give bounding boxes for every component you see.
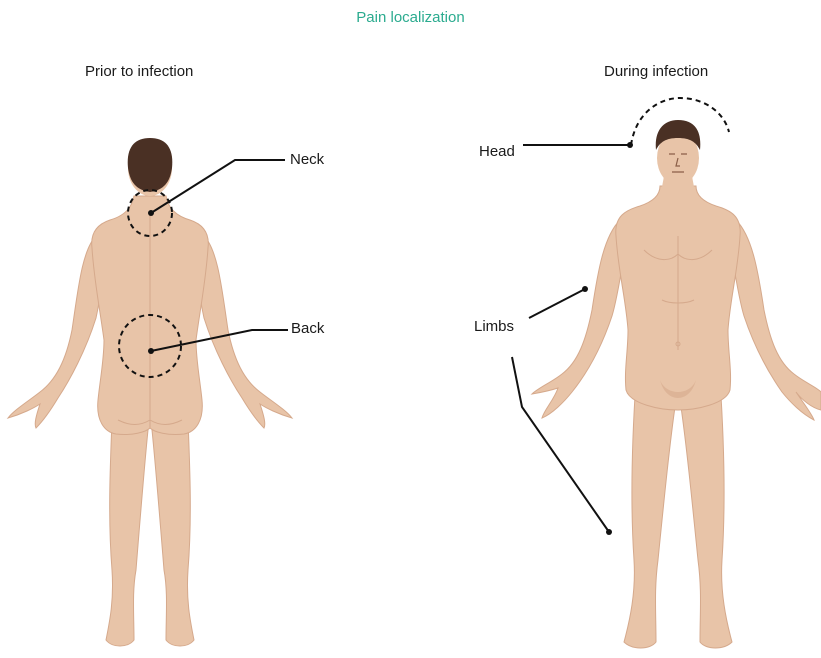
neck-point: [148, 210, 154, 216]
back-figure-right-leg: [152, 420, 194, 646]
label-head: Head: [479, 143, 515, 160]
head-point: [627, 142, 633, 148]
front-figure-right-arm: [730, 220, 821, 420]
back-figure-left-arm: [8, 236, 104, 428]
label-back: Back: [291, 320, 324, 337]
back-point: [148, 348, 154, 354]
limbs-point-arm: [582, 286, 588, 292]
front-view-figure: [512, 98, 821, 648]
back-figure-hair: [128, 138, 173, 192]
front-figure-left-leg: [624, 380, 676, 648]
front-figure-left-arm: [532, 220, 626, 418]
limbs-point-leg: [606, 529, 612, 535]
limbs-leader-line-arm: [529, 289, 585, 318]
back-figure-left-leg: [106, 420, 148, 646]
front-figure-right-leg: [680, 380, 732, 648]
back-view-figure: [8, 138, 292, 646]
label-neck: Neck: [290, 151, 324, 168]
label-limbs: Limbs: [474, 318, 514, 335]
